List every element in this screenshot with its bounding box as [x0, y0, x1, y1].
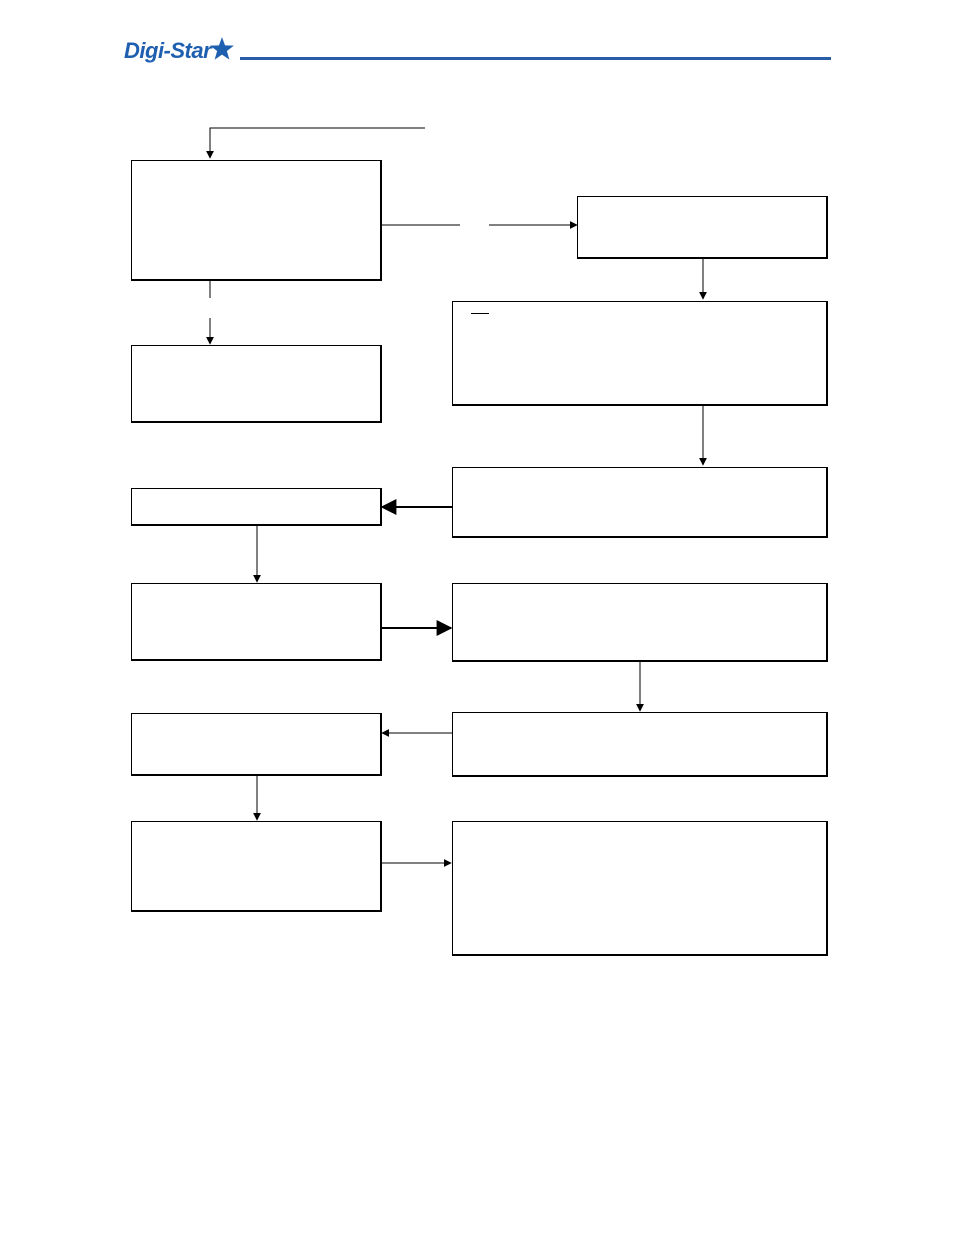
flow-box-right-6-text	[453, 822, 826, 834]
flow-box-right-5-text	[453, 713, 826, 725]
star-icon	[210, 37, 235, 60]
flow-box-right-2-text	[453, 302, 826, 314]
flow-box-right-2	[452, 301, 828, 406]
flow-box-right-1	[577, 196, 828, 259]
flow-box-right-3	[452, 467, 828, 538]
flow-box-start	[131, 160, 382, 281]
flow-box-right-4-text	[453, 584, 826, 596]
flow-box-left-3-text	[132, 489, 380, 501]
flow-box-right-3-text	[453, 468, 826, 480]
flow-box-left-4	[131, 583, 382, 661]
flow-box-left-5-text	[132, 714, 380, 726]
flow-box-right-1-text	[578, 197, 826, 209]
underline-mark	[471, 313, 489, 314]
flow-box-left-6	[131, 821, 382, 912]
flow-box-right-6	[452, 821, 828, 956]
flow-box-left-4-text	[132, 584, 380, 596]
flow-box-right-5	[452, 712, 828, 777]
flow-box-left-2-text	[132, 346, 380, 358]
flow-box-left-2	[131, 345, 382, 423]
flow-box-left-6-text	[132, 822, 380, 834]
connector-entry	[206, 127, 425, 159]
brand-name: Digi-Star	[124, 38, 212, 63]
brand-logo: Digi-Star	[124, 30, 235, 66]
flow-box-left-5	[131, 713, 382, 776]
flow-box-left-3	[131, 488, 382, 526]
flow-box-start-text	[132, 161, 380, 173]
flow-box-right-4	[452, 583, 828, 662]
header-rule	[240, 57, 831, 60]
